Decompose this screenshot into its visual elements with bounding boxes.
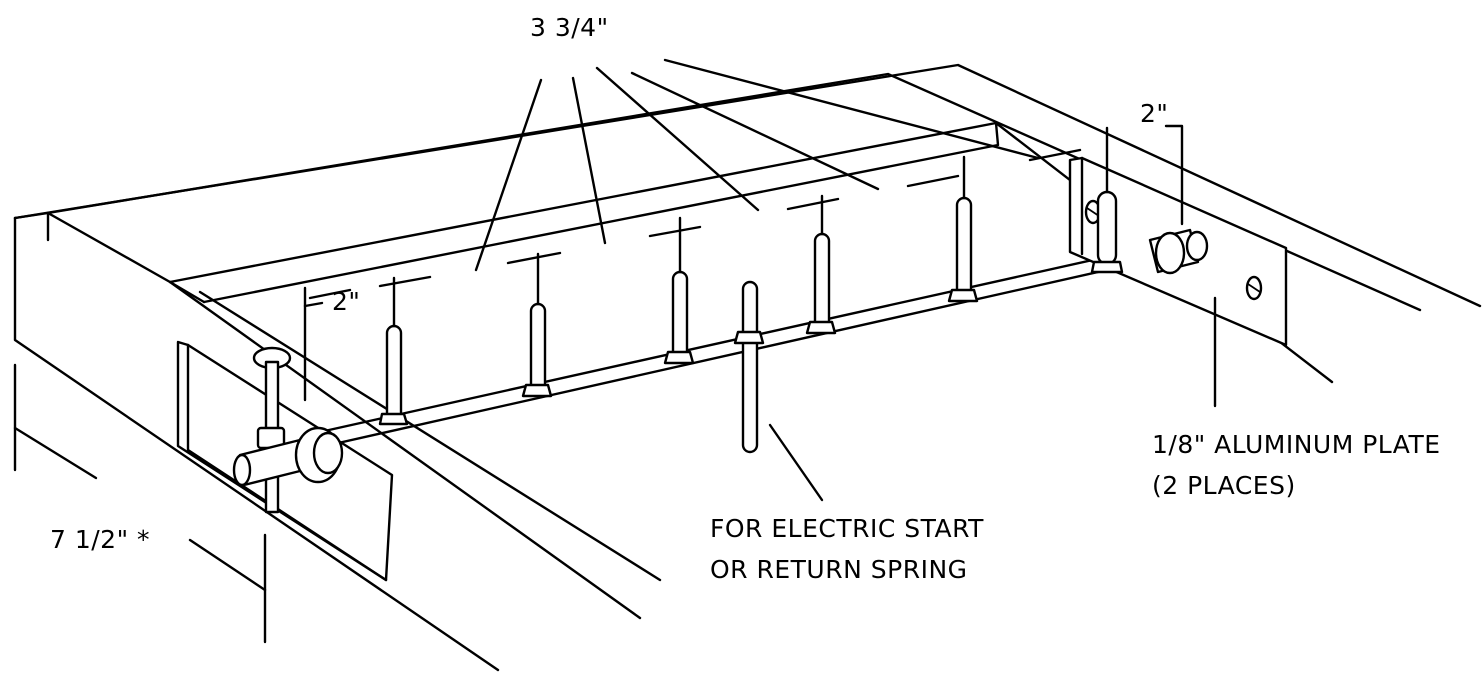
pin-1 [378,324,409,426]
pin-4-long [733,280,765,454]
right-offset-label: 2" [1140,99,1168,128]
height-label: 7 1/2" * [50,525,150,554]
spacing-leaders [474,58,1040,272]
plate-label-line1: 1/8" ALUMINUM PLATE [1152,430,1441,459]
top-spacing-label: 3 3/4" [530,13,609,42]
pin-5 [805,232,837,335]
pin-3 [663,270,695,365]
left-pivot-bolt [232,346,344,514]
left-offset-label: 2" [332,287,360,316]
spring-label-line2: OR RETURN SPRING [710,555,968,584]
labels: 3 3/4" 2" 2" 1/8" ALUMINUM PLATE (2 PLAC… [50,13,1441,584]
plate-label-line2: (2 PLACES) [1152,471,1296,500]
right-pivot-bolt [1090,190,1209,275]
pivot-rod [318,243,1162,448]
pedal-pins [378,196,979,454]
spring-label-line1: FOR ELECTRIC START [710,514,984,543]
pin-centerlines [308,126,1109,328]
dimension-lines [13,124,1217,644]
